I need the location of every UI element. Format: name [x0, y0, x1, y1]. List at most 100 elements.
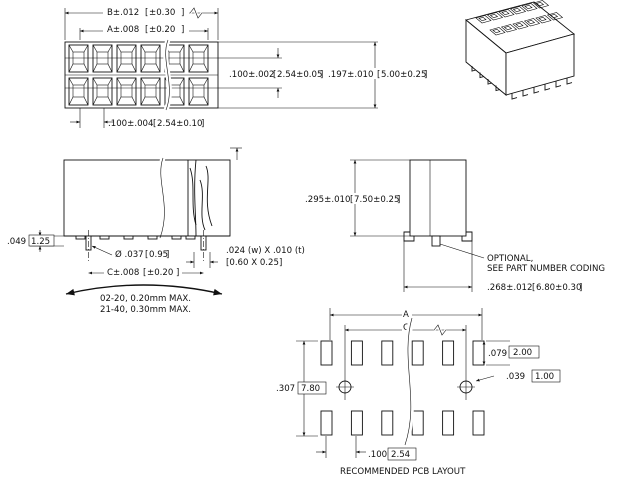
pin-pocket	[188, 77, 209, 106]
top-view: B±.012 [ ±0.30 ] A±.008 [ ±0.20 ] .100±.…	[64, 5, 431, 129]
pin-pitch-label: .100±.004	[108, 119, 153, 129]
svg-text:]: ]	[181, 25, 184, 35]
dim-b-mm: ±0.30	[149, 8, 175, 18]
pcb-pad	[320, 340, 333, 366]
iso-leg	[544, 84, 551, 91]
pin-pocket	[116, 77, 137, 106]
svg-text:[: [	[532, 283, 535, 293]
housing-side	[63, 159, 231, 237]
pcb-pad	[472, 410, 485, 436]
lead-foot	[99, 235, 110, 240]
iso-pocket	[532, 0, 550, 9]
isometric-view	[465, 0, 575, 100]
row-span-label: .307	[276, 384, 295, 394]
lead-size-mm: [0.60 X 0.25]	[226, 258, 282, 268]
svg-text:[: [	[145, 250, 148, 260]
row-span-mm: 7.80	[301, 384, 320, 394]
iso-leg	[479, 72, 485, 79]
svg-text:]: ]	[181, 8, 184, 18]
housing-end	[409, 159, 467, 237]
pcb-pad	[442, 410, 455, 436]
optional-note-2: SEE PART NUMBER CODING	[487, 264, 605, 274]
lead-size-label: .024 (w) X .010 (t)	[226, 246, 305, 256]
lead-foot	[185, 235, 196, 240]
pcb-pitch-label: .100	[368, 450, 387, 460]
iso-leg	[555, 81, 562, 88]
pcb-layout: A C .079 2.00 .039 1.00 .307	[276, 308, 561, 477]
iso-pocket	[475, 15, 492, 24]
pcb-label-c: C	[403, 323, 409, 333]
pcb-label-a: A	[403, 310, 409, 320]
dim-a-label: A±.008	[107, 25, 139, 35]
iso-leg	[495, 85, 501, 92]
iso-leg	[471, 66, 477, 72]
svg-text:]: ]	[579, 283, 582, 293]
svg-text:]: ]	[201, 119, 204, 129]
tail-span-label: .268±.012	[487, 283, 532, 293]
side-view: .049 1.25 Ø .037 [ 0.95 ] C±.008 [ ±0.20…	[7, 147, 305, 315]
iso-leg	[522, 90, 529, 97]
pin-pocket	[140, 44, 161, 73]
svg-text:]: ]	[176, 268, 179, 278]
post-dia-mm: 0.95	[149, 250, 168, 260]
row-pitch-label: .100±.002	[229, 70, 274, 80]
svg-text:[: [	[143, 268, 146, 278]
coplanarity-line-1: 02-20, 0.20mm MAX.	[100, 294, 191, 304]
pcb-layout-title: RECOMMENDED PCB LAYOUT	[340, 467, 466, 477]
pin-pocket	[92, 44, 113, 73]
svg-text:[: [	[273, 70, 276, 80]
optional-note-1: OPTIONAL,	[487, 254, 533, 264]
iso-leg	[487, 79, 493, 85]
pin-pocket	[188, 44, 209, 73]
iso-leg	[511, 93, 518, 100]
dim-c-mm: ±0.20	[147, 268, 173, 278]
pin-pitch-mm: 2.54±0.10	[157, 119, 202, 129]
pcb-pad	[381, 340, 394, 366]
end-height-label: .295±.010	[305, 195, 350, 205]
overall-width-label: .197±.010	[328, 70, 373, 80]
pcb-pad	[350, 340, 363, 366]
svg-text:[: [	[350, 195, 353, 205]
iso-pocket	[500, 24, 518, 33]
row-pitch-mm: 2.54±0.05	[277, 70, 322, 80]
tail-span-mm: 6.80±0.30	[536, 283, 581, 293]
pcb-pad	[472, 340, 485, 366]
svg-text:[: [	[377, 70, 380, 80]
pcb-pad	[381, 410, 394, 436]
pad-length-label: .079	[488, 349, 507, 359]
iso-leg	[566, 78, 573, 85]
pin-pocket	[140, 77, 161, 106]
lead-foot	[75, 235, 86, 240]
pin-pocket	[116, 44, 137, 73]
end-view: .295±.010 [ 7.50±0.25 ] .268±.012 [ 6.80…	[305, 159, 605, 293]
iso-pocket	[498, 9, 515, 18]
pin-pocket	[68, 77, 89, 106]
iso-pocket	[489, 27, 506, 36]
iso-pocket	[535, 15, 552, 24]
svg-text:]: ]	[397, 195, 400, 205]
iso-pocket	[512, 21, 529, 30]
pcb-pitch-mm: 2.54	[391, 450, 410, 460]
pcb-pad	[411, 410, 424, 436]
post-dia-label: Ø .037	[115, 249, 144, 260]
svg-text:]: ]	[166, 250, 169, 260]
iso-pocket	[521, 3, 538, 12]
coplanarity-line-2: 21-40, 0.30mm MAX.	[100, 305, 191, 315]
pin-pocket	[68, 44, 89, 73]
svg-text:[: [	[153, 119, 156, 129]
lead-foot	[123, 235, 134, 240]
iso-pocket	[546, 12, 564, 21]
overall-width-mm: 5.00±0.25	[381, 70, 426, 80]
standoff-mm: 1.25	[31, 237, 50, 247]
pcb-pad	[411, 340, 424, 366]
peg-offset-label: .039	[506, 372, 525, 382]
pcb-pad	[350, 410, 363, 436]
dim-b-label: B±.012	[107, 8, 139, 18]
pcb-pad	[320, 410, 333, 436]
pad-length-mm: 2.00	[513, 348, 532, 358]
iso-pocket	[509, 6, 527, 15]
svg-text:[: [	[145, 8, 148, 18]
iso-leg	[533, 87, 540, 94]
dim-c-label: C±.008	[107, 268, 139, 278]
